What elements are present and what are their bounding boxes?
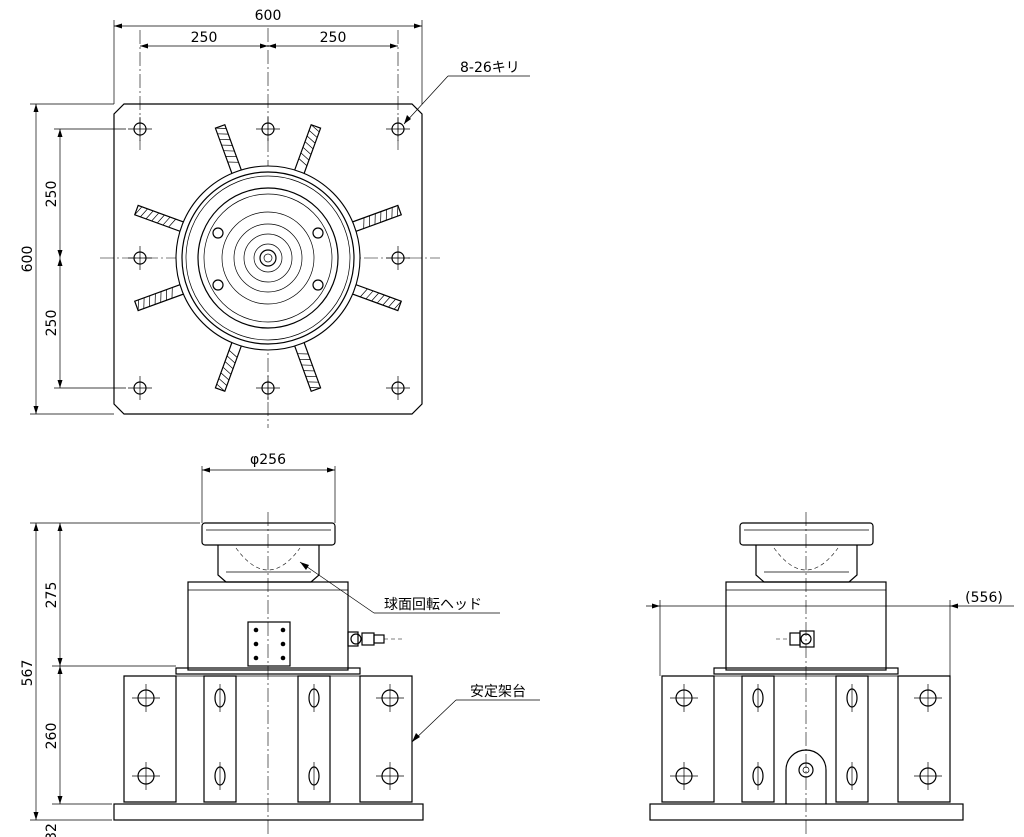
dim-hole-pitch-x: 250 250 (140, 30, 398, 49)
side-rib-slot-1 (752, 684, 764, 712)
name-plate (247, 621, 291, 667)
dim-hole-pitch-y: 250 250 (44, 128, 126, 389)
radial-rib-3 (350, 204, 403, 233)
mounting-hole-8 (386, 376, 410, 400)
plan-view: 600 250 250 600 250 250 (20, 8, 530, 428)
side-rib-slot-4 (846, 762, 858, 790)
stand-bracket-left (123, 675, 177, 803)
svg-text:球面回転ヘッド: 球面回転ヘッド (384, 597, 482, 613)
side-stand-hole-3 (914, 684, 942, 712)
spherical-head (201, 522, 336, 546)
svg-text:260: 260 (44, 723, 60, 750)
side-stand-hole-1 (670, 684, 698, 712)
side-rib-slot-2 (752, 762, 764, 790)
svg-text:250: 250 (44, 181, 60, 208)
rib-slot-2 (214, 762, 226, 790)
stand-base-plate (113, 803, 424, 821)
svg-text:567: 567 (20, 660, 36, 687)
head-outer-circle (197, 187, 339, 329)
side-stand-holes (670, 684, 942, 790)
side-stand-top (713, 667, 899, 675)
rib-slot-3 (308, 684, 320, 712)
stand-holes (132, 684, 404, 790)
svg-text:φ256: φ256 (250, 452, 286, 468)
stand-hole-2 (132, 762, 160, 790)
side-head-neck (755, 545, 858, 583)
head-circle-3 (221, 211, 315, 305)
stand-hole-4 (376, 762, 404, 790)
svg-text:250: 250 (44, 310, 60, 337)
head-bolts (212, 227, 324, 291)
svg-text:安定架台: 安定架台 (470, 684, 526, 700)
mounting-hole-1 (128, 117, 152, 141)
mounting-hole-7 (256, 376, 280, 400)
mounting-hole-4 (128, 246, 152, 270)
radial-rib-8 (214, 340, 243, 393)
mounting-hole-3 (386, 117, 410, 141)
callout-stand: 安定架台 (411, 684, 540, 743)
radial-rib-1 (293, 123, 322, 176)
svg-text:250: 250 (320, 30, 347, 46)
hydraulic-coupler (347, 631, 402, 647)
base-plate-outline (113, 103, 423, 415)
svg-text:250: 250 (191, 30, 218, 46)
stand-hole-3 (376, 684, 404, 712)
radial-rib-7 (293, 340, 322, 393)
head-circle-2 (203, 193, 333, 323)
side-stand-hole-2 (670, 762, 698, 790)
stand-hole-1 (132, 684, 160, 712)
dim-side-width: (556) (646, 590, 1014, 676)
mounting-hole-6 (128, 376, 152, 400)
svg-text:32: 32 (44, 823, 60, 837)
side-cylinder (725, 581, 887, 671)
side-view: (556) (646, 512, 1014, 834)
callout-holes: 8-26キリ (403, 60, 530, 125)
head-circle-4 (233, 223, 303, 293)
jack-body-circle (181, 171, 355, 345)
radial-rib-4 (350, 283, 403, 312)
radial-rib-5 (133, 283, 186, 312)
stand-bracket-right (359, 675, 413, 803)
dim-heights: 567 275 260 32 (20, 522, 200, 837)
svg-text:600: 600 (255, 8, 282, 24)
mounting-hole-2 (256, 117, 280, 141)
side-stand-hole-4 (914, 762, 942, 790)
side-bottom-boss (785, 749, 827, 804)
side-rib-slot-3 (846, 684, 858, 712)
svg-text:(556): (556) (965, 590, 1003, 606)
front-view: φ256 567 275 260 32 球面回転ヘッド 安定架 (20, 452, 540, 837)
dim-plate-width: 600 (113, 8, 423, 104)
jack-cylinder (187, 581, 349, 671)
dim-head-diameter: φ256 (201, 452, 336, 523)
rib-slot-1 (214, 684, 226, 712)
callout-head: 球面回転ヘッド (299, 561, 500, 614)
svg-text:8-26キリ: 8-26キリ (460, 60, 520, 76)
head-circle-5 (243, 233, 293, 283)
stand-top-plate (175, 667, 361, 675)
rib-slot-4 (308, 762, 320, 790)
head-circle-6 (253, 243, 283, 273)
svg-text:275: 275 (44, 582, 60, 609)
jack-flange-circle (175, 165, 361, 351)
dim-plate-height: 600 (20, 103, 114, 415)
radial-rib-6 (133, 204, 186, 233)
side-head (739, 522, 874, 546)
mounting-holes (128, 117, 410, 400)
head-center-hole (263, 253, 273, 263)
svg-text:600: 600 (20, 246, 36, 273)
radial-rib-2 (214, 123, 243, 176)
head-center-boss (259, 249, 277, 267)
jack-body-inner-circle (185, 175, 351, 341)
mounting-hole-5 (386, 246, 410, 270)
side-coupler (776, 630, 815, 648)
side-stand-base (649, 803, 964, 821)
